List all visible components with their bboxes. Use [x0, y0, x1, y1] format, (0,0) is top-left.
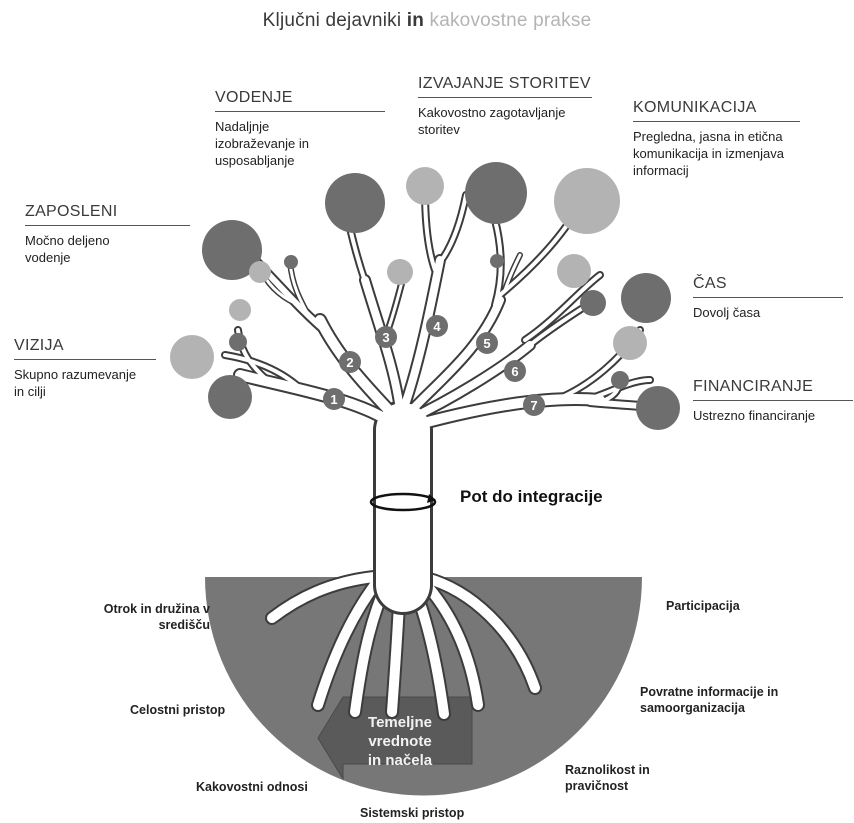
foundation-line-2: in načela [367, 752, 433, 769]
root-label-povratne: Povratne informacije in samoorganizacija [640, 685, 779, 715]
badge-number-1: 1 [330, 392, 337, 407]
leaf-circle [621, 273, 671, 323]
leaf-circle [557, 254, 591, 288]
category-description: Skupno razumevanje in cilji [14, 367, 137, 399]
leaf-circle [580, 290, 606, 316]
leaf-circle [284, 255, 298, 269]
title-part-3: kakovostne prakse [429, 10, 592, 31]
badge-circle-7 [523, 394, 545, 416]
leaf-circle [465, 162, 527, 224]
category-heading: ZAPOSLENI [25, 203, 190, 226]
category-heading: VIZIJA [14, 337, 156, 360]
root-label-celostni: Celostni pristop [130, 703, 226, 717]
leaf-circle [554, 168, 620, 234]
pathway-label: Pot do integracije [460, 487, 603, 506]
title-part-1: Ključni dejavniki [262, 10, 402, 31]
root-label-odnosi: Kakovostni odnosi [196, 780, 308, 794]
leaf-circle [611, 371, 629, 389]
integration-ring [369, 492, 437, 512]
category-komunikacija: KOMUNIKACIJA Pregledna, jasna in etična … [633, 99, 800, 179]
diagram-title: Ključni dejavniki in kakovostne prakse [0, 10, 854, 32]
number-badges: 1 2 3 4 5 6 7 [323, 315, 545, 416]
badge-number-6: 6 [511, 364, 518, 379]
badge-number-5: 5 [483, 336, 490, 351]
root-label-sistemski: Sistemski pristop [360, 806, 465, 820]
category-description: Pregledna, jasna in etična komunikacija … [633, 129, 785, 178]
badge-number-4: 4 [433, 319, 441, 334]
category-heading: FINANCIRANJE [693, 378, 853, 401]
category-financiranje: FINANCIRANJE Ustrezno financiranje [693, 378, 853, 424]
category-vodenje: VODENJE Nadaljnje izobraževanje in uspos… [215, 89, 385, 169]
foliage [170, 162, 680, 430]
leaf-circle [229, 333, 247, 351]
leaf-circle [613, 326, 647, 360]
title-part-2: in [406, 10, 425, 31]
leaf-circle [325, 173, 385, 233]
category-description: Močno deljeno vodenje [25, 233, 110, 265]
leaf-circle [229, 299, 251, 321]
badge-circle-1 [323, 388, 345, 410]
leaf-circle [490, 254, 504, 268]
leaf-circle [208, 375, 252, 419]
ground-half-disc [205, 577, 642, 796]
badge-number-7: 7 [530, 398, 537, 413]
category-heading: ČAS [693, 275, 843, 298]
category-heading: KOMUNIKACIJA [633, 99, 800, 122]
category-vizija: VIZIJA Skupno razumevanje in cilji [14, 337, 156, 400]
category-description: Kakovostno zagotavljanje storitev [418, 105, 566, 137]
leaf-circle [170, 335, 214, 379]
badge-circle-4 [426, 315, 448, 337]
category-zaposleni: ZAPOSLENI Močno deljeno vodenje [25, 203, 190, 266]
foundation-label: Temeljne vrednote in načela [345, 713, 455, 770]
root-label-otrok: Otrok in družina v središču [103, 602, 210, 632]
foundation-line-1: Temeljne vrednote [368, 714, 432, 750]
badge-circle-2 [339, 351, 361, 373]
category-description: Nadaljnje izobraževanje in usposabljanje [215, 119, 309, 168]
category-izvajanje: IZVAJANJE STORITEV Kakovostno zagotavlja… [418, 75, 592, 138]
category-description: Dovolj časa [693, 305, 761, 320]
root-label-participacija: Participacija [666, 599, 740, 613]
category-description: Ustrezno financiranje [693, 408, 816, 423]
badge-number-3: 3 [382, 330, 389, 345]
leaf-circle [406, 167, 444, 205]
branches [221, 186, 660, 615]
badge-circle-3 [375, 326, 397, 348]
category-heading: VODENJE [215, 89, 385, 112]
leaf-circle [249, 261, 271, 283]
badge-number-2: 2 [346, 355, 353, 370]
badge-circle-6 [504, 360, 526, 382]
leaf-circle [202, 220, 262, 280]
badge-circle-5 [476, 332, 498, 354]
leaf-circle [387, 259, 413, 285]
category-cas: ČAS Dovolj časa [693, 275, 843, 321]
root-label-raznolikost: Raznolikost in pravičnost [565, 763, 650, 793]
leaf-circle [636, 386, 680, 430]
category-heading: IZVAJANJE STORITEV [418, 75, 592, 98]
